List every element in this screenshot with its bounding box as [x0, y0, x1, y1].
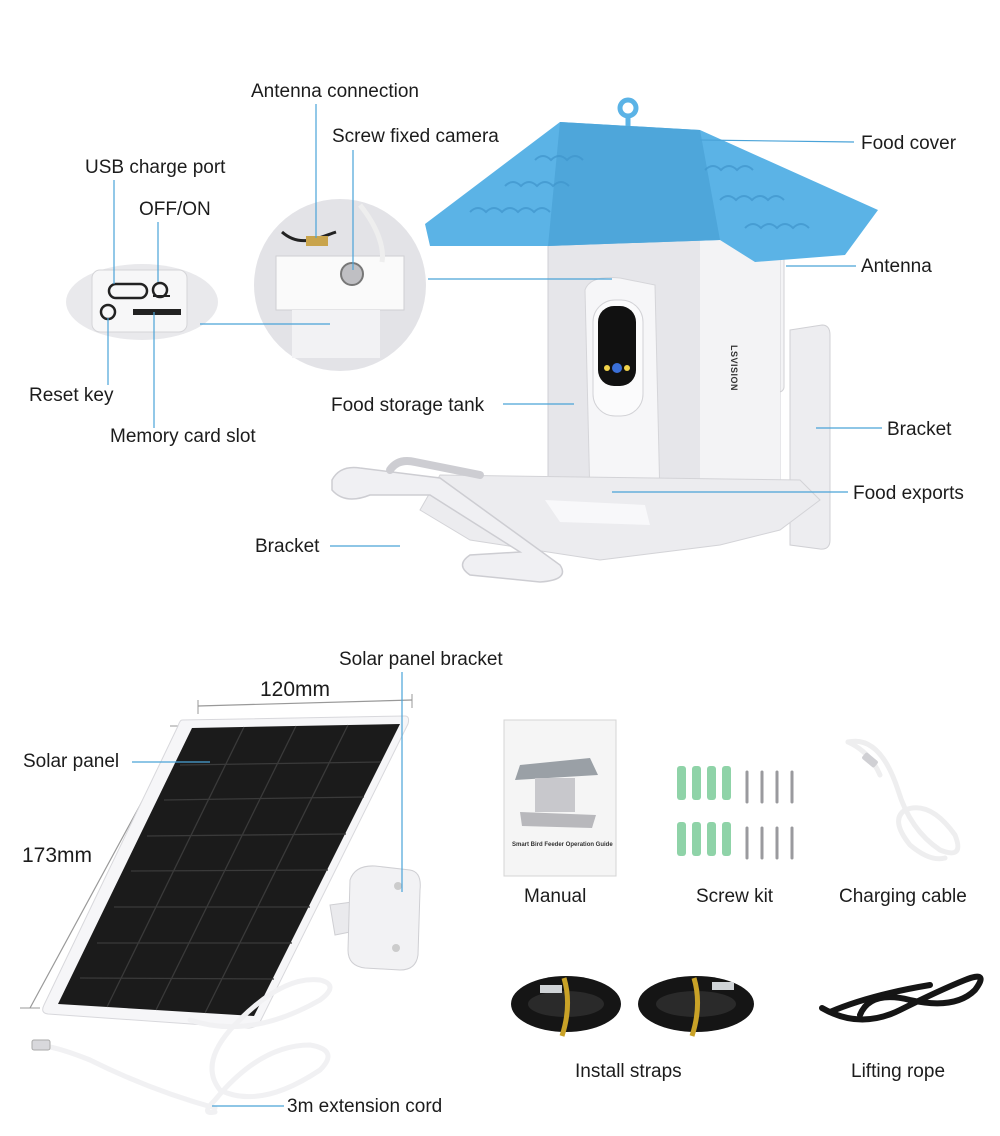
manual-cover-title: Smart Bird Feeder Operation Guide — [512, 842, 613, 848]
install-straps — [511, 976, 754, 1037]
label-lifting-rope: Lifting rope — [851, 1061, 946, 1082]
label-charging-cable: Charging cable — [839, 886, 967, 907]
sd-card-slot-icon — [133, 309, 181, 315]
label-screw-fixed-camera: Screw fixed camera — [332, 126, 499, 147]
antenna-detail-circle — [254, 199, 426, 371]
brand-logo: LSVISION — [729, 345, 739, 391]
label-solar-panel: Solar panel — [23, 751, 120, 772]
solar-leader-lines — [132, 672, 403, 1107]
extension-cord — [41, 977, 333, 1115]
lifting-rope — [819, 973, 984, 1023]
camera-lens-icon — [612, 363, 622, 373]
label-off-on: OFF/ON — [139, 199, 211, 220]
label-bracket-front: Bracket — [255, 536, 320, 557]
label-memory-card-slot: Memory card slot — [110, 426, 256, 447]
bird-feeder: LSVISION — [331, 97, 878, 583]
screw-kit — [677, 766, 794, 860]
hanging-loop-icon — [617, 97, 639, 119]
solar-panel — [20, 694, 421, 1115]
label-antenna: Antenna — [861, 256, 932, 277]
label-install-straps: Install straps — [575, 1061, 682, 1082]
label-extension-cord: 3m extension cord — [287, 1096, 443, 1117]
label-manual: Manual — [524, 886, 587, 907]
label-screw-kit: Screw kit — [696, 886, 774, 907]
label-usb-charge-port: USB charge port — [85, 157, 226, 178]
label-solar-panel-bracket: Solar panel bracket — [339, 649, 503, 670]
label-antenna-connection: Antenna connection — [251, 81, 419, 102]
manual-booklet: Smart Bird Feeder Operation Guide — [503, 719, 617, 877]
label-width-dimension: 120mm — [260, 678, 331, 701]
label-food-storage-tank: Food storage tank — [331, 395, 485, 416]
label-food-cover: Food cover — [861, 133, 957, 154]
antenna-connector-icon — [306, 236, 328, 246]
usb-port-icon — [107, 282, 149, 300]
screw-icon — [340, 262, 364, 286]
feeder-leader-lines — [107, 104, 882, 547]
label-height-dimension: 173mm — [22, 844, 93, 867]
label-food-exports: Food exports — [853, 483, 964, 504]
ports-detail-circle — [66, 264, 218, 340]
label-bracket-wall: Bracket — [887, 419, 952, 440]
label-reset-key: Reset key — [29, 385, 114, 406]
